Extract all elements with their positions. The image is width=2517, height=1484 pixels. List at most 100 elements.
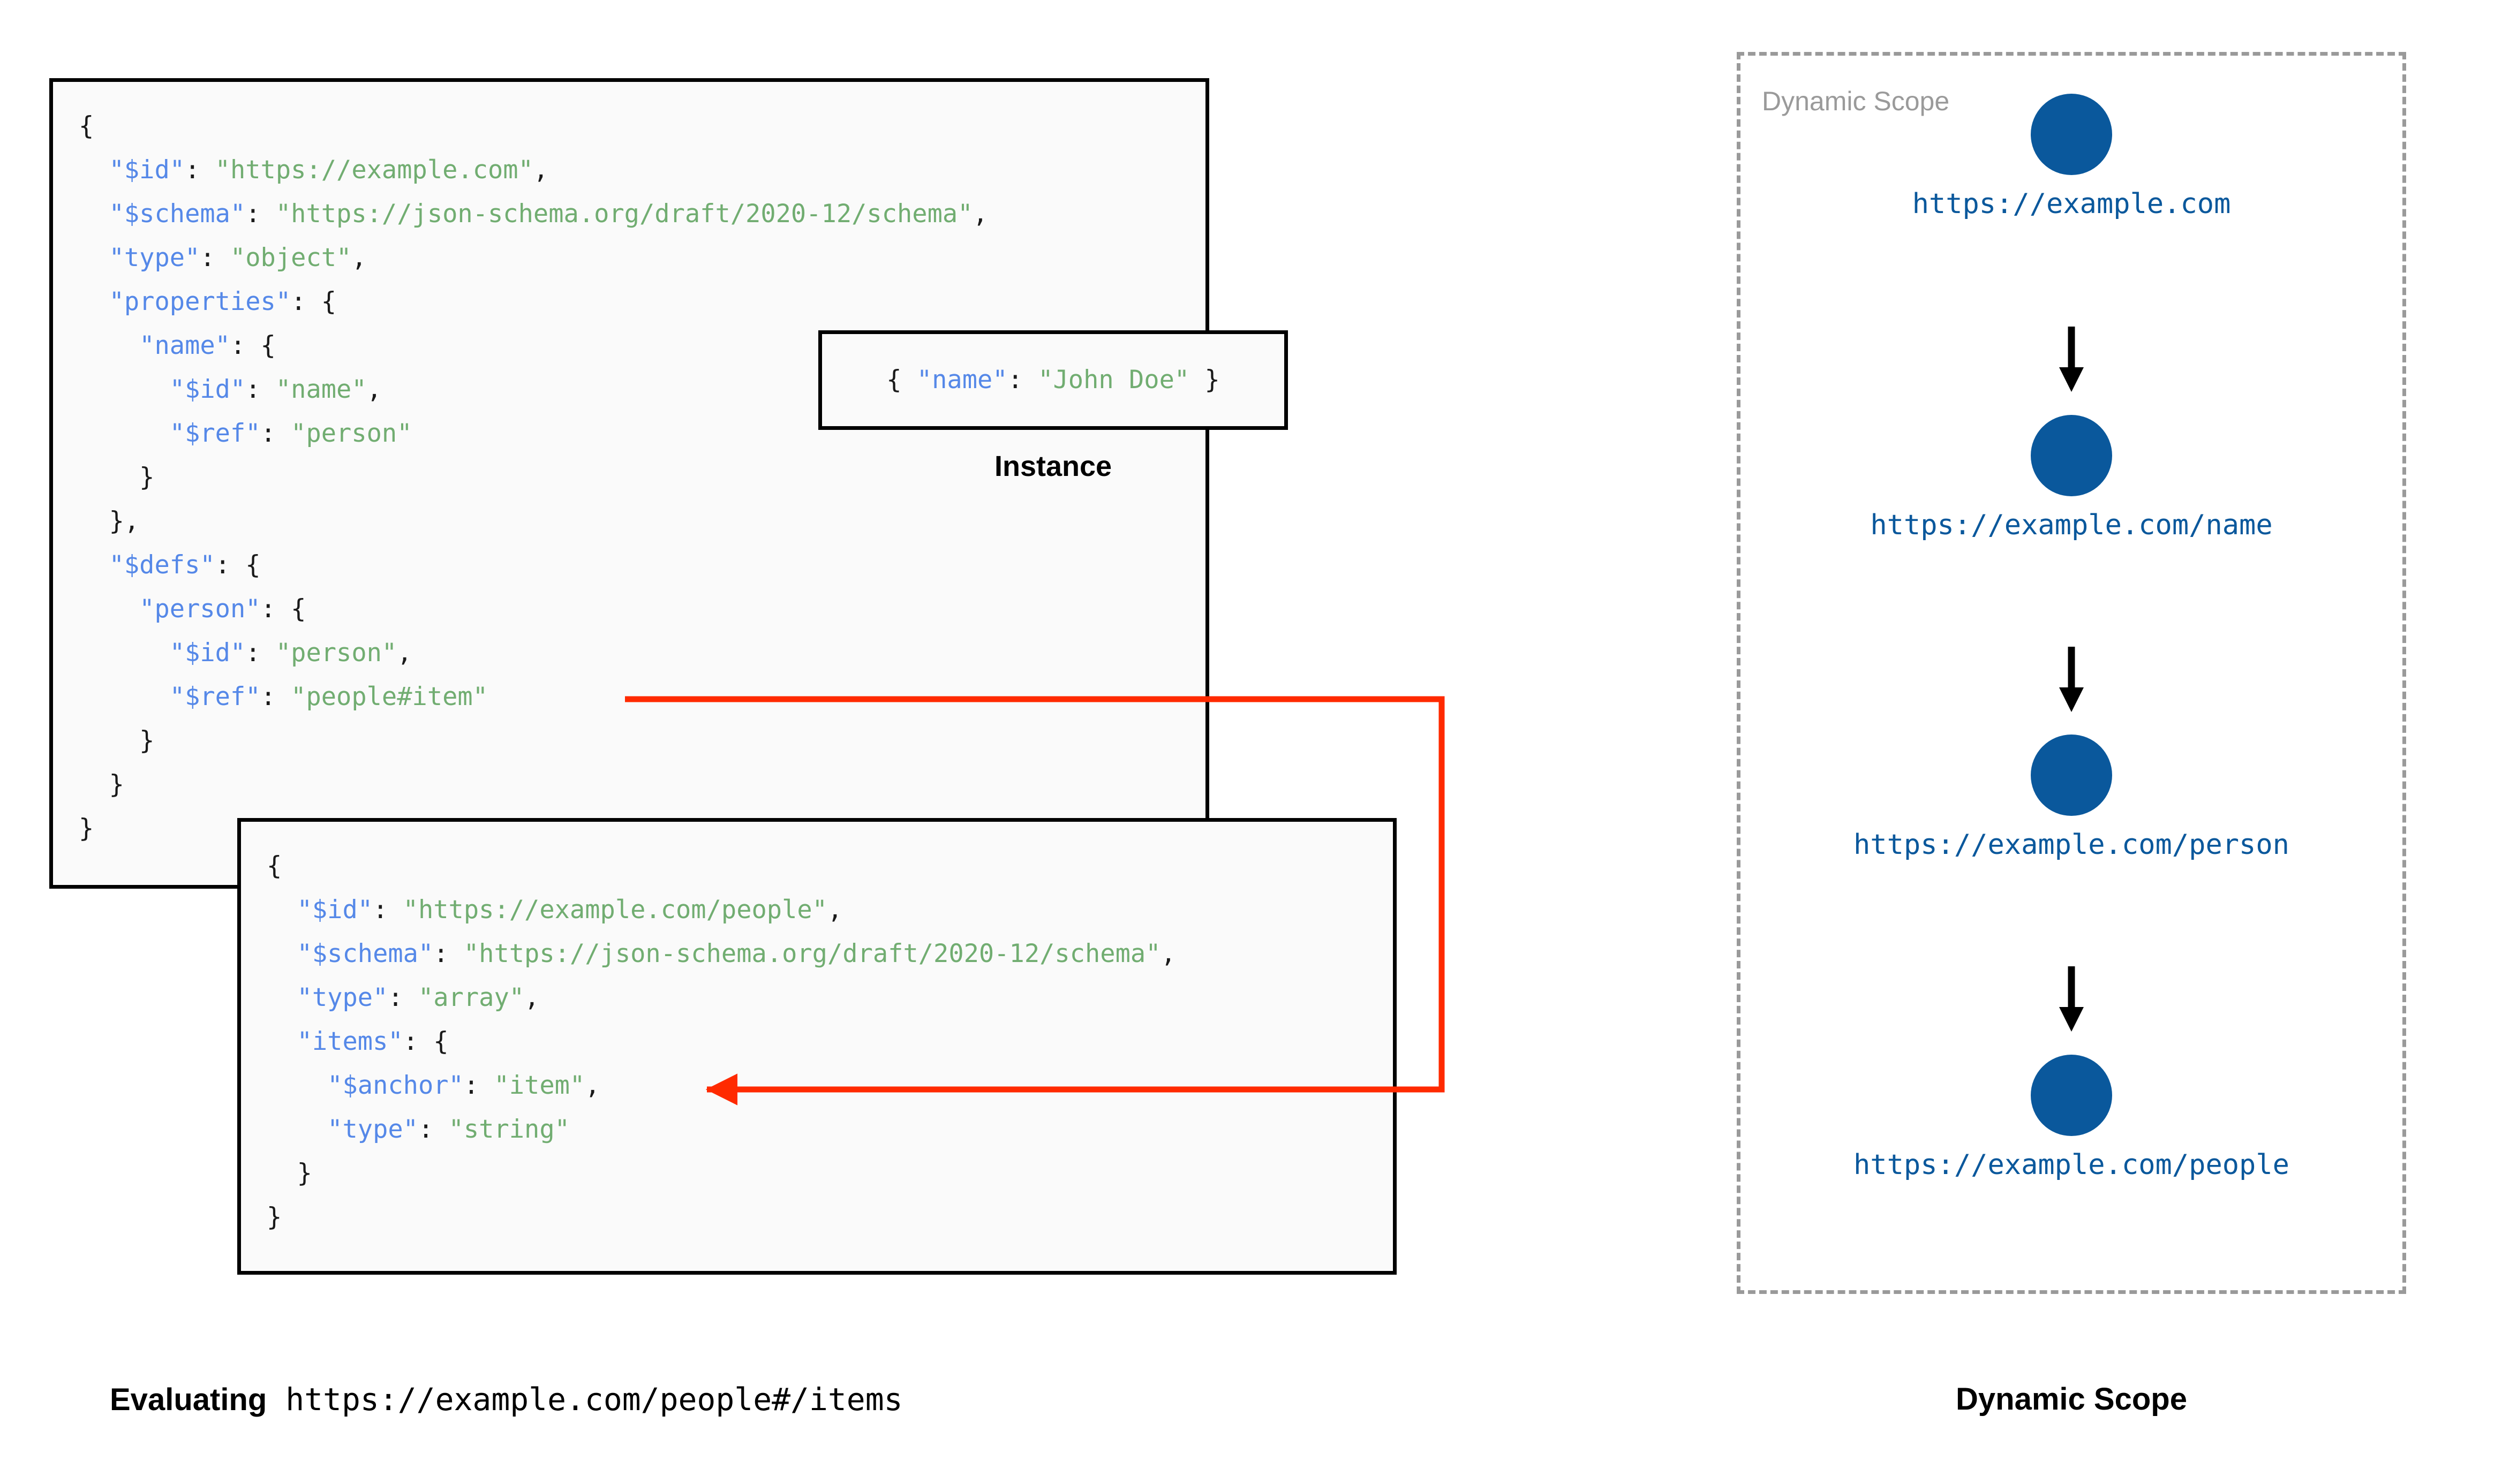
code-token-key: "$schema" xyxy=(109,199,246,229)
code-token-punct: , xyxy=(533,155,549,185)
code-token-punct: : xyxy=(245,199,276,229)
schema-root-code-box: { "$id": "https://example.com", "$schema… xyxy=(49,78,1209,889)
scope-node-label: https://example.com/people xyxy=(1853,1149,2289,1181)
code-line: "type": "string" xyxy=(267,1108,1393,1152)
code-token-str: "object" xyxy=(230,243,352,272)
code-line: "$ref": "person" xyxy=(79,412,1205,456)
code-line: "$id": "https://example.com/people", xyxy=(267,888,1393,932)
scope-arrow-1-2 xyxy=(1737,647,2406,716)
dynamic-scope-panel xyxy=(1737,52,2406,1294)
code-line: } xyxy=(79,456,1205,499)
down-arrow-icon xyxy=(2059,647,2084,712)
code-line: } xyxy=(79,763,1205,807)
code-line: "properties": { xyxy=(79,280,1205,324)
code-token-key: "name" xyxy=(139,331,230,360)
code-token-punct xyxy=(267,1115,327,1144)
scope-node-3: https://example.com/people xyxy=(1737,1055,2406,1181)
code-token-punct: : xyxy=(1007,365,1038,395)
code-token-punct: : xyxy=(245,375,276,404)
code-token-punct xyxy=(79,419,170,448)
code-token-punct: : { xyxy=(403,1027,449,1056)
code-token-str: "https://json-schema.org/draft/2020-12/s… xyxy=(463,939,1161,968)
code-token-punct: , xyxy=(827,895,843,925)
code-token-punct: , xyxy=(351,243,367,272)
code-token-punct: }, xyxy=(79,506,140,536)
code-token-key: "items" xyxy=(297,1027,403,1056)
code-token-key: "$anchor" xyxy=(327,1071,464,1100)
code-token-punct: , xyxy=(1160,939,1176,968)
scope-node-circle xyxy=(2031,415,2112,496)
code-token-punct: , xyxy=(366,375,382,404)
code-token-punct: : xyxy=(418,1115,449,1144)
code-line: "$schema": "https://json-schema.org/draf… xyxy=(267,932,1393,976)
people-schema-code-box: { "$id": "https://example.com/people", "… xyxy=(237,818,1397,1275)
code-token-key: "type" xyxy=(109,243,200,272)
code-token-str: "https://json-schema.org/draft/2020-12/s… xyxy=(275,199,973,229)
code-line: "$id": "name", xyxy=(79,368,1205,412)
code-token-punct: { xyxy=(79,111,94,141)
code-line: { xyxy=(267,844,1393,888)
code-token-key: "$schema" xyxy=(297,939,434,968)
code-line: "$ref": "people#item" xyxy=(79,675,1205,719)
code-line: "person": { xyxy=(79,587,1205,631)
code-line: "items": { xyxy=(267,1020,1393,1064)
instance-code-box: { "name": "John Doe" } xyxy=(818,330,1288,430)
code-token-punct: : xyxy=(260,419,291,448)
code-token-punct: } xyxy=(1189,365,1220,395)
code-line: "name": { xyxy=(79,324,1205,368)
code-line: "$id": "person", xyxy=(79,631,1205,675)
code-token-key: "$id" xyxy=(297,895,373,925)
code-token-key: "type" xyxy=(297,983,388,1012)
scope-node-label: https://example.com/person xyxy=(1853,829,2289,861)
code-line: "$defs": { xyxy=(79,543,1205,587)
scope-node-label: https://example.com/name xyxy=(1870,509,2273,541)
scope-node-circle xyxy=(2031,1055,2112,1136)
code-token-key: "name" xyxy=(916,365,1008,395)
scope-arrow-2-3 xyxy=(1737,966,2406,1036)
scope-node-1: https://example.com/name xyxy=(1737,415,2406,541)
code-token-punct: : xyxy=(433,939,464,968)
code-token-key: "$defs" xyxy=(109,550,215,580)
code-token-punct xyxy=(79,331,139,360)
code-token-punct: : xyxy=(245,638,276,668)
code-token-str: "array" xyxy=(418,983,525,1012)
code-token-punct xyxy=(79,287,109,316)
code-token-punct: } xyxy=(267,1202,282,1232)
code-token-key: "$id" xyxy=(109,155,185,185)
code-token-punct: , xyxy=(973,199,988,229)
code-line: { xyxy=(79,104,1205,148)
code-token-key: "type" xyxy=(327,1115,418,1144)
code-token-str: "name" xyxy=(275,375,367,404)
code-token-punct: : xyxy=(373,895,403,925)
code-token-str: "person" xyxy=(275,638,397,668)
dynamic-scope-title: Dynamic Scope xyxy=(1762,86,1950,116)
code-line: "$anchor": "item", xyxy=(267,1064,1393,1108)
code-token-punct xyxy=(267,1071,327,1100)
code-token-str: "person" xyxy=(291,419,412,448)
scope-node-0: https://example.com xyxy=(1737,94,2406,220)
code-token-punct xyxy=(79,594,139,624)
code-token-punct xyxy=(79,638,170,668)
code-token-key: "$id" xyxy=(169,375,246,404)
code-token-punct: } xyxy=(267,1159,312,1188)
code-line: } xyxy=(79,719,1205,763)
code-line: "type": "array", xyxy=(267,976,1393,1020)
code-token-str: "people#item" xyxy=(291,682,488,711)
code-line: }, xyxy=(79,499,1205,543)
left-caption-uri: https://example.com/people#/items xyxy=(267,1381,903,1418)
code-token-punct: } xyxy=(79,463,155,492)
code-token-punct: } xyxy=(79,770,124,799)
code-token-key: "$ref" xyxy=(169,419,261,448)
code-token-punct xyxy=(79,155,109,185)
code-token-key: "$id" xyxy=(169,638,246,668)
code-token-punct xyxy=(79,550,109,580)
code-token-punct: } xyxy=(79,814,94,843)
code-token-punct: , xyxy=(524,983,540,1012)
instance-label: Instance xyxy=(994,450,1112,482)
code-token-punct xyxy=(79,243,109,272)
code-line: "type": "object", xyxy=(79,236,1205,280)
code-token-punct: { xyxy=(886,365,917,395)
code-token-punct: : { xyxy=(230,331,276,360)
code-token-punct: : { xyxy=(215,550,261,580)
code-token-punct: : xyxy=(185,155,215,185)
